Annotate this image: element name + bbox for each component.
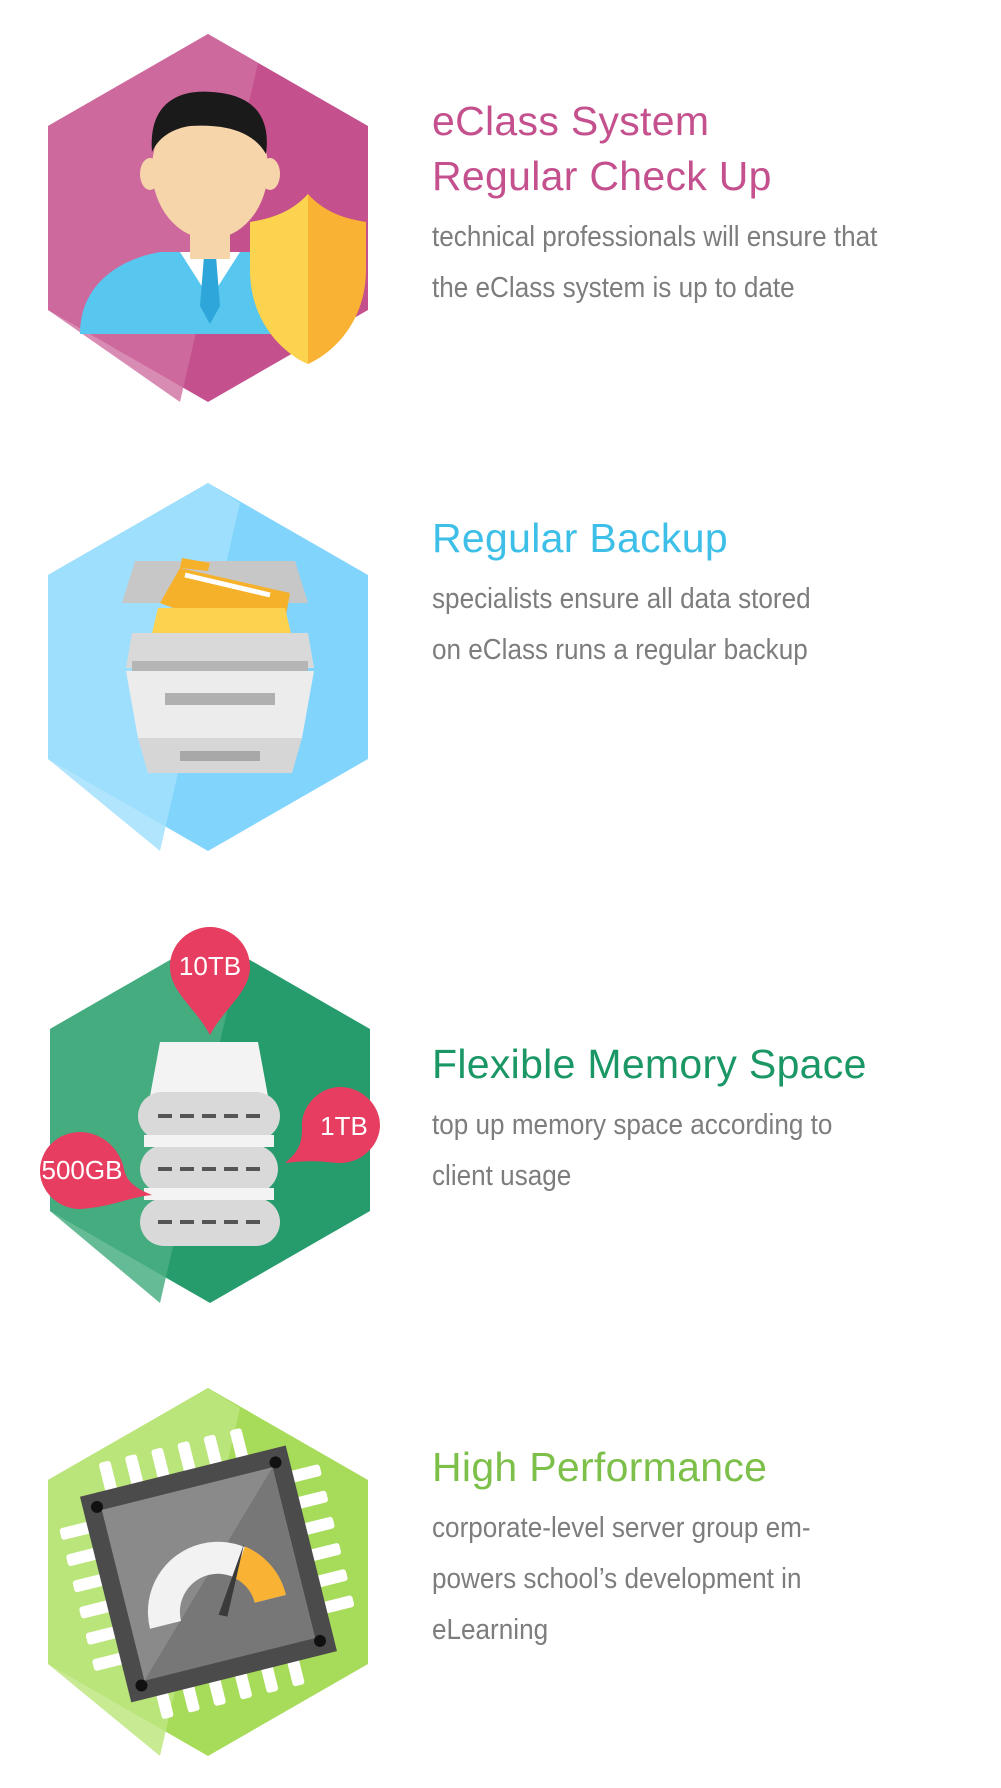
processor-speedometer-icon [48,1388,368,1756]
feature-text: Flexible Memory Space top up memory spac… [432,1037,972,1202]
feature-title: Regular Backup [432,515,728,561]
tag-1tb: 1TB [320,1111,368,1141]
feature-regular-check-up: eClass System Regular Check Up technical… [0,34,1001,434]
feature-description: top up memory space according to client … [432,1109,833,1192]
feature-title: High Performance [432,1444,768,1490]
feature-flexible-memory-space: 10TB 1TB 500GB Flexible Memory Space top… [0,927,1001,1327]
feature-text: Regular Backup specialists ensure all da… [432,511,972,676]
feature-text: eClass System Regular Check Up technical… [432,94,972,314]
feature-description: specialists ensure all data stored on eC… [432,583,811,666]
server-storage-icon: 10TB 1TB 500GB [40,927,380,1303]
feature-description: technical professionals will ensure that… [432,221,878,304]
feature-regular-backup: Regular Backup specialists ensure all da… [0,483,1001,883]
feature-high-performance: High Performance corporate-level server … [0,1388,1001,1788]
support-agent-shield-icon [48,34,368,402]
file-cabinet-folder-icon [48,483,368,851]
feature-description: corporate-level server group em- powers … [432,1512,811,1646]
feature-text: High Performance corporate-level server … [432,1440,972,1656]
feature-title: Flexible Memory Space [432,1041,867,1087]
tag-10tb: 10TB [179,951,241,981]
feature-title: eClass System Regular Check Up [432,98,772,199]
tag-500gb: 500GB [42,1155,123,1185]
